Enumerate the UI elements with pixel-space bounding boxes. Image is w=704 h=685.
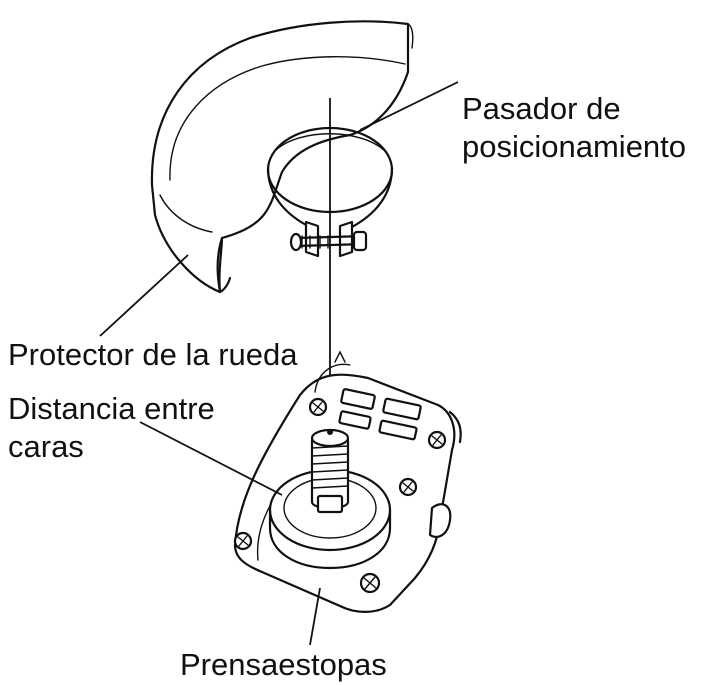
label-line: posicionamiento: [462, 129, 687, 164]
housing-screw: [359, 572, 381, 594]
housing-screw: [308, 397, 328, 417]
label-line: Distancia entre: [8, 391, 215, 426]
leader-positioning-pin: [359, 81, 459, 131]
housing-screw: [233, 531, 253, 551]
label-positioning-pin: Pasador de posicionamiento: [462, 90, 686, 166]
label-line: Pasador de: [462, 91, 621, 126]
spindle-gland: [268, 428, 392, 570]
label-flat-distance: Distancia entre caras: [8, 390, 215, 466]
housing-screw: [398, 477, 418, 497]
guard-collar: [266, 126, 394, 258]
label-wheel-guard: Protector de la rueda: [8, 337, 298, 372]
housing-screw: [427, 430, 447, 450]
label-line: caras: [8, 429, 84, 464]
wheel-guard: [150, 20, 414, 294]
label-gland-box: Prensaestopas: [180, 647, 387, 682]
leader-wheel-guard: [99, 254, 189, 337]
leader-gland-box: [309, 587, 321, 646]
leader-flat-distance: [139, 421, 283, 496]
